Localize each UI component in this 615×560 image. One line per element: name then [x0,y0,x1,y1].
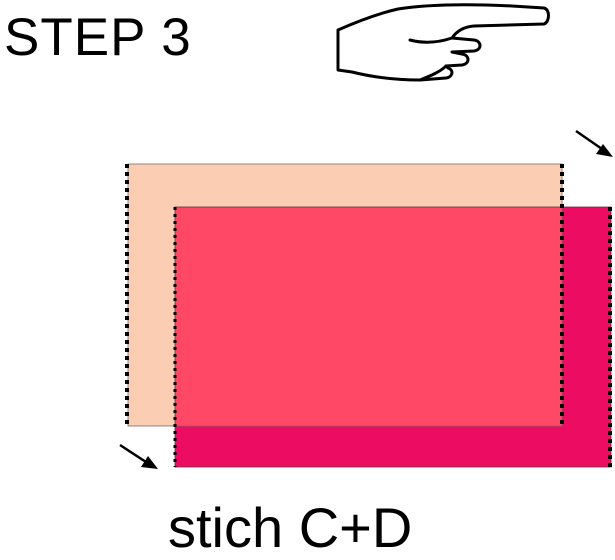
overlap-region [175,207,562,426]
step-title: STEP 3 [4,8,192,67]
arrow-icon-bottom-left [119,443,158,469]
arrow-icon-top-right [575,129,613,157]
pointing-hand-icon [336,3,550,82]
diagram-caption: stich C+D [168,496,413,559]
